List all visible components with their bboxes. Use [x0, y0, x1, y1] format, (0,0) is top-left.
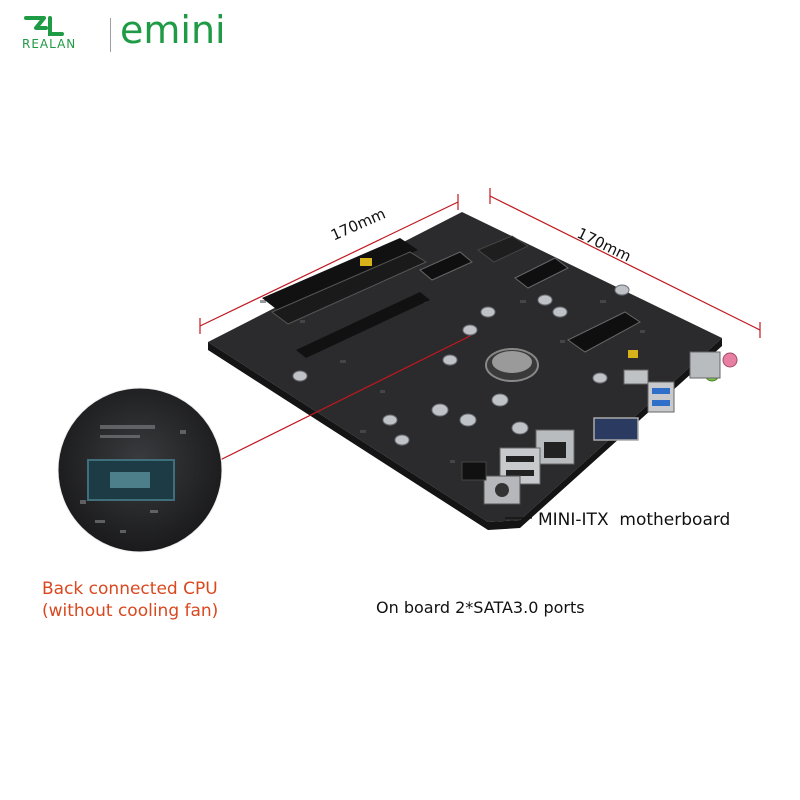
realan-mark-icon — [24, 16, 64, 36]
realan-logo — [22, 14, 102, 38]
board-caption: MINI-ITX motherboard — [538, 510, 731, 530]
cpu-chip — [87, 459, 175, 501]
vga-port — [593, 417, 639, 441]
cpu-zoom — [58, 388, 222, 552]
chipset — [476, 235, 530, 263]
cpu-caption-line1: Back connected CPU — [42, 579, 218, 599]
m2-slots — [419, 251, 641, 353]
cpu-caption: Back connected CPU (without cooling fan) — [42, 578, 218, 622]
power-header — [461, 461, 487, 481]
product-brand: emini — [120, 8, 226, 52]
brand-name: REALAN — [22, 37, 77, 51]
audio-jack-pink — [722, 352, 738, 368]
hdmi-port — [623, 369, 649, 385]
rear-io — [461, 351, 738, 505]
sata-caption: On board 2*SATA3.0 ports — [376, 598, 585, 617]
cpu-caption-line2: (without cooling fan) — [42, 601, 219, 621]
logo-divider — [110, 18, 111, 52]
cpu-callout-line — [199, 335, 471, 471]
motherboard — [208, 212, 738, 530]
usb3-port-stack — [647, 381, 675, 413]
dimension-lines — [199, 188, 761, 338]
capacitors — [292, 284, 630, 446]
ram-slots — [262, 238, 430, 358]
